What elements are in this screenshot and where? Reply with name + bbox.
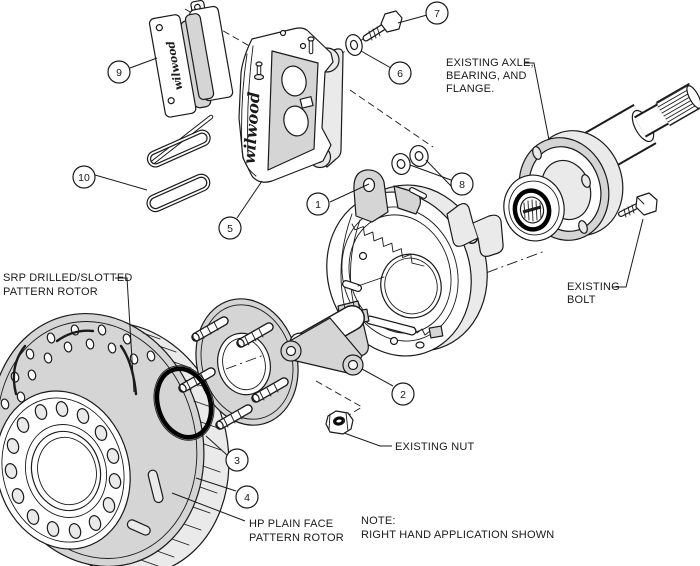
svg-text:SRP DRILLED/SLOTTED: SRP DRILLED/SLOTTED xyxy=(3,272,133,284)
svg-text:NOTE:: NOTE: xyxy=(361,515,396,527)
svg-text:8: 8 xyxy=(459,179,465,191)
balloon-4: 4 xyxy=(235,485,259,509)
drilled-holes xyxy=(0,324,156,410)
bleed-screw xyxy=(307,36,315,55)
label-hp-rotor: HP PLAIN FACE PATTERN ROTOR xyxy=(249,518,344,544)
balloon-9: 9 xyxy=(107,60,131,84)
rotor-hat xyxy=(0,390,131,550)
washer-single xyxy=(345,34,363,56)
return-spring xyxy=(351,223,425,267)
mounting-arm-top xyxy=(353,169,389,223)
bearing xyxy=(503,174,565,242)
leader-lines xyxy=(94,14,644,522)
svg-text:EXISTING NUT: EXISTING NUT xyxy=(395,441,474,453)
piston-window xyxy=(283,105,309,137)
wilwood-logo-caliper: wilwood xyxy=(240,91,264,164)
nut-axis-line xyxy=(315,380,363,419)
caliper-bracket xyxy=(280,317,364,376)
pad-clips xyxy=(146,114,214,213)
retainer-clamp xyxy=(446,202,504,257)
bleed-screw xyxy=(253,61,265,81)
label-existing-axle: EXISTING AXLE, BEARING, AND FLANGE. xyxy=(446,57,534,95)
mount-bolt xyxy=(362,10,403,42)
rotor-vanes xyxy=(140,332,222,566)
svg-text:5: 5 xyxy=(227,223,233,235)
brake-pad-inner xyxy=(184,0,234,102)
balloon-6: 6 xyxy=(388,61,412,85)
label-existing-nut: EXISTING NUT xyxy=(395,441,474,453)
label-existing-bolt: EXISTING BOLT xyxy=(567,281,620,306)
svg-text:7: 7 xyxy=(434,8,440,20)
svg-text:EXISTING: EXISTING xyxy=(567,281,620,293)
balloon-2: 2 xyxy=(391,382,415,406)
svg-text:10: 10 xyxy=(78,172,90,184)
hub xyxy=(178,298,299,430)
svg-text:4: 4 xyxy=(244,492,250,504)
balloon-5: 5 xyxy=(218,216,242,240)
svg-text:BEARING, AND: BEARING, AND xyxy=(446,70,527,82)
rotor xyxy=(0,313,230,566)
washer-pair xyxy=(391,144,429,176)
label-note: NOTE: RIGHT HAND APPLICATION SHOWN xyxy=(361,515,554,541)
o-ring xyxy=(153,365,215,441)
svg-text:6: 6 xyxy=(397,68,403,80)
svg-text:FLANGE.: FLANGE. xyxy=(446,83,494,95)
balloon-1: 1 xyxy=(306,192,330,216)
wheel-studs xyxy=(178,316,289,430)
svg-text:2: 2 xyxy=(400,389,406,401)
svg-text:BOLT: BOLT xyxy=(567,294,596,306)
brake-pads: wilwood xyxy=(148,0,234,118)
svg-text:PATTERN ROTOR: PATTERN ROTOR xyxy=(249,532,344,544)
svg-text:3: 3 xyxy=(234,455,240,467)
label-srp-rotor: SRP DRILLED/SLOTTED PATTERN ROTOR xyxy=(3,272,133,298)
bearing-seal xyxy=(512,188,552,232)
balloon-8: 8 xyxy=(450,172,474,196)
svg-text:1: 1 xyxy=(315,199,321,211)
existing-bolt-part xyxy=(618,192,658,218)
svg-text:9: 9 xyxy=(116,67,122,79)
svg-text:RIGHT HAND APPLICATION SHOWN: RIGHT HAND APPLICATION SHOWN xyxy=(361,529,554,541)
caliper: wilwood xyxy=(238,27,344,183)
svg-text:PATTERN ROTOR: PATTERN ROTOR xyxy=(3,286,98,298)
axle-assembly xyxy=(503,82,700,242)
balloon-10: 10 xyxy=(72,165,96,189)
existing-nut-part xyxy=(325,410,354,435)
rotor-slots xyxy=(12,329,164,536)
retainer-clip xyxy=(146,173,211,213)
svg-text:EXISTING AXLE,: EXISTING AXLE, xyxy=(446,57,534,69)
svg-text:HP PLAIN FACE: HP PLAIN FACE xyxy=(249,518,333,530)
piston-window xyxy=(281,65,307,97)
balloon-7: 7 xyxy=(425,1,449,25)
retainer-clip xyxy=(146,129,211,168)
balloon-3: 3 xyxy=(225,448,249,472)
